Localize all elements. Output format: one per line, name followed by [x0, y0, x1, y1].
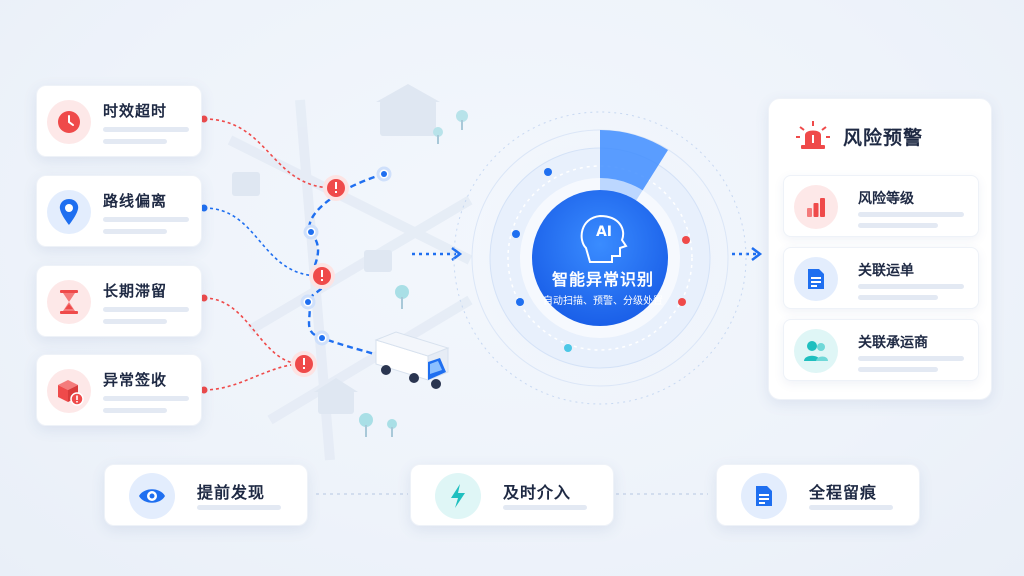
risk-item-carrier[interactable]: 关联承运商: [783, 319, 979, 381]
anomaly-card-title: 长期滞留: [103, 282, 168, 300]
bar-chart-icon: [794, 185, 838, 229]
risk-warning-panel: 风险预警 风险等级 关联运单 关联承运商: [768, 98, 992, 400]
eye-icon: [129, 473, 175, 519]
risk-item-title: 风险等级: [858, 191, 914, 207]
document-icon: [741, 473, 787, 519]
hub-rings: [453, 111, 747, 405]
risk-item-level[interactable]: 风险等级: [783, 175, 979, 237]
placeholder-line: [809, 505, 893, 510]
placeholder-line: [858, 223, 938, 228]
placeholder-line: [103, 408, 167, 413]
placeholder-line: [858, 356, 964, 361]
hourglass-icon: [47, 280, 91, 324]
hub-core: [532, 190, 668, 326]
benefit-card-title: 全程留痕: [809, 483, 878, 502]
placeholder-line: [103, 217, 189, 222]
anomaly-card-long-stay[interactable]: 长期滞留: [36, 265, 202, 337]
anomaly-card-timeout[interactable]: 时效超时: [36, 85, 202, 157]
placeholder-line: [103, 307, 189, 312]
alert-marker-3: [291, 351, 317, 377]
placeholder-line: [197, 505, 281, 510]
risk-item-waybill[interactable]: 关联运单: [783, 247, 979, 309]
location-pin-icon: [47, 190, 91, 234]
alert-marker-2: [309, 263, 335, 289]
anomaly-card-title: 路线偏离: [103, 192, 168, 210]
placeholder-line: [858, 284, 964, 289]
hub-title: 智能异常识别: [551, 270, 654, 289]
anomaly-card-abnormal-receipt[interactable]: 异常签收: [36, 354, 202, 426]
lightning-icon: [435, 473, 481, 519]
placeholder-line: [858, 367, 938, 372]
placeholder-line: [858, 295, 938, 300]
placeholder-line: [858, 212, 964, 217]
benefit-card-full-trace[interactable]: 全程留痕: [716, 464, 920, 526]
flow-arrow-left: [412, 247, 463, 261]
placeholder-line: [503, 505, 587, 510]
benefit-card-timely-intervention[interactable]: 及时介入: [410, 464, 614, 526]
flow-arrow-right: [732, 247, 763, 261]
clock-icon: [47, 100, 91, 144]
left-connector-dots: [200, 115, 208, 394]
placeholder-line: [103, 127, 189, 132]
hub-subtitle: 自动扫描、预警、分级处置: [543, 296, 663, 307]
placeholder-line: [103, 319, 167, 324]
anomaly-card-route-deviation[interactable]: 路线偏离: [36, 175, 202, 247]
map-buildings: [232, 84, 440, 414]
benefit-card-early-detection[interactable]: 提前发现: [104, 464, 308, 526]
placeholder-line: [103, 139, 167, 144]
alert-marker-1: [323, 175, 349, 201]
truck-icon: [374, 331, 450, 389]
people-icon: [794, 329, 838, 373]
package-alert-icon: [47, 369, 91, 413]
placeholder-line: [103, 229, 167, 234]
risk-item-title: 关联承运商: [858, 335, 928, 351]
benefit-card-title: 及时介入: [503, 483, 572, 502]
map-trees: [359, 110, 468, 437]
anomaly-card-title: 异常签收: [103, 371, 168, 389]
benefit-card-title: 提前发现: [197, 483, 266, 502]
hub-orbit-dots: [512, 168, 690, 352]
risk-panel-title: 风险预警: [843, 127, 924, 149]
route-nodes: [300, 166, 392, 346]
ai-head-icon: [580, 214, 628, 263]
risk-item-title: 关联运单: [858, 263, 914, 279]
document-icon: [794, 257, 838, 301]
placeholder-line: [103, 396, 189, 401]
anomaly-card-title: 时效超时: [103, 102, 168, 120]
alarm-siren-icon: [795, 119, 831, 155]
hub-ai-badge: AI: [595, 224, 613, 240]
alert-markers: [291, 175, 349, 377]
